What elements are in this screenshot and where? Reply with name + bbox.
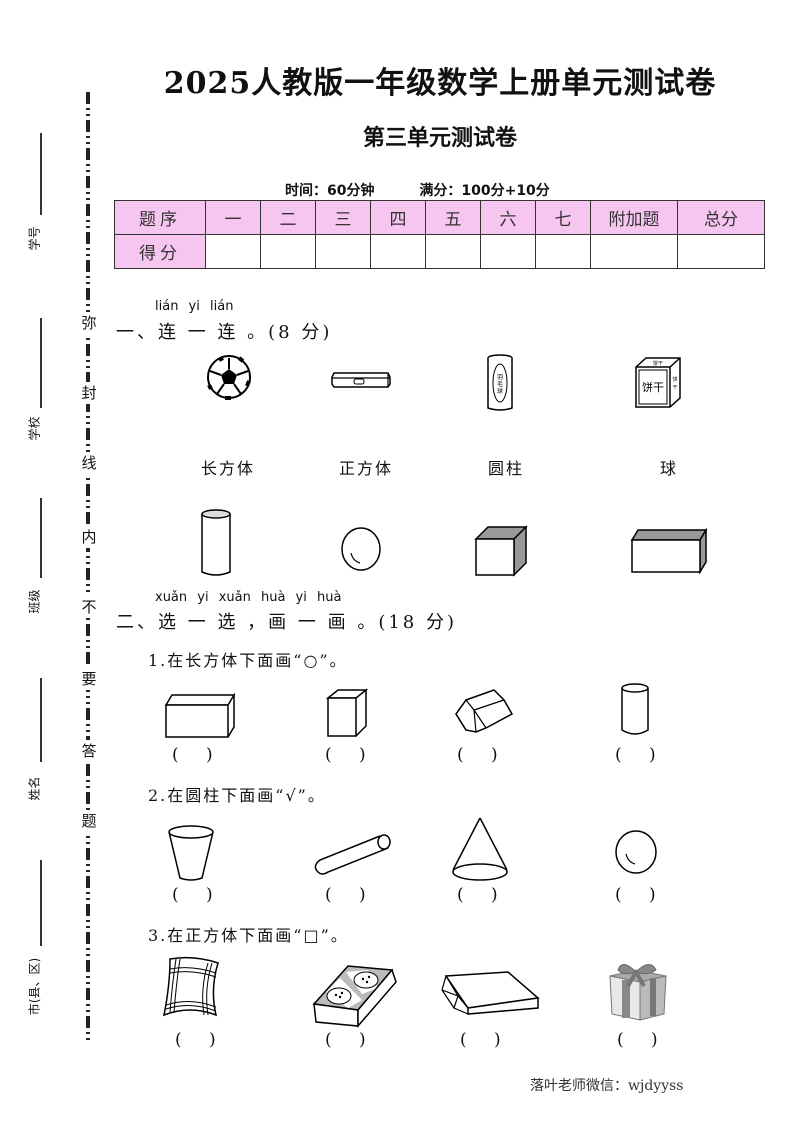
cuboid-icon [164, 693, 236, 738]
score-table-header-row: 题序 一 二 三 四 五 六 七 附加题 总分 [114, 200, 765, 235]
page-title: 2025人教版一年级数学上册单元测试卷 [163, 66, 717, 101]
label-cuboid: 长方体 [201, 459, 256, 478]
footer-contact: 落叶老师微信：wjdyyss [530, 1078, 684, 1094]
cube-shape-icon [474, 525, 528, 577]
school-label: 学校 [27, 416, 42, 441]
shuttlecock-tube-icon: 羽 毛 球 [487, 354, 513, 411]
answer-blank[interactable]: ( ) [615, 745, 658, 765]
answer-blank[interactable]: ( ) [175, 1030, 218, 1050]
seal-dashed-line [86, 92, 90, 1042]
biscuit-box-icon [312, 965, 397, 1029]
svg-text:羽: 羽 [497, 374, 503, 381]
svg-text:饼干: 饼干 [653, 360, 663, 367]
score-cell[interactable] [590, 234, 678, 269]
svg-text:球: 球 [497, 387, 503, 395]
question-1-text: 1.在长方体下面画“○”。 [148, 651, 348, 670]
answer-blank[interactable]: ( ) [460, 1030, 503, 1050]
answer-blank[interactable]: ( ) [172, 745, 215, 765]
seal-char: 线 [78, 452, 100, 474]
seal-char: 不 [78, 596, 100, 618]
svg-text:干: 干 [672, 385, 677, 391]
svg-text:饼干: 饼干 [642, 380, 664, 394]
sphere-icon [615, 830, 657, 874]
score-cell[interactable] [425, 234, 481, 269]
section1-title: 一、连 一 连 。(8 分) [116, 322, 333, 343]
page-subtitle: 第三单元测试卷 [362, 125, 517, 151]
cone-icon [452, 817, 508, 881]
answer-blank[interactable]: ( ) [325, 885, 368, 905]
rod-icon [314, 834, 391, 875]
seal-char: 封 [78, 382, 100, 404]
section2-pinyin: xuǎn yi xuǎn huà yi huà [155, 590, 342, 605]
student-id-label: 学号 [27, 226, 42, 251]
question-3-text: 3.在正方体下面画“□”。 [148, 926, 349, 945]
column-header: 附加题 [590, 200, 678, 235]
svg-text:饼: 饼 [672, 376, 677, 383]
label-cube: 正方体 [339, 459, 394, 478]
paper-box-icon [441, 971, 540, 1015]
section2-title: 二、选 一 选 ，画 一 画 。(18 分) [116, 612, 457, 633]
score-cell[interactable] [677, 234, 765, 269]
pencil-box-icon [331, 372, 391, 388]
school-field[interactable] [40, 318, 42, 408]
seal-char: 要 [78, 668, 100, 690]
city-label: 市(县、区) [27, 957, 42, 1016]
column-header: 三 [315, 200, 371, 235]
label-cylinder: 圆柱 [488, 459, 525, 478]
answer-blank[interactable]: ( ) [325, 745, 368, 765]
column-header: 七 [535, 200, 591, 235]
answer-blank[interactable]: ( ) [615, 885, 658, 905]
cylinder-shape-icon [201, 509, 231, 576]
exam-meta: 时间：60分钟 满分：100分+10分 [285, 180, 590, 200]
cylinder-icon [621, 683, 649, 735]
name-label: 姓名 [27, 776, 42, 801]
seal-char: 内 [78, 526, 100, 548]
cube-icon [326, 688, 369, 737]
city-field[interactable] [40, 860, 42, 946]
label-sphere: 球 [660, 459, 679, 478]
score-cell[interactable] [315, 234, 371, 269]
answer-blank[interactable]: ( ) [617, 1030, 660, 1050]
column-header: 四 [370, 200, 426, 235]
score-table: 题序 一 二 三 四 五 六 七 附加题 总分 得分 [114, 200, 765, 269]
seal-char: 弥 [78, 312, 100, 334]
exam-full-score: 满分：100分+10分 [419, 183, 550, 199]
hexagonal-prism-icon [455, 689, 514, 733]
sphere-shape-icon [341, 527, 381, 571]
column-header: 五 [425, 200, 481, 235]
football-icon [207, 355, 251, 400]
handkerchief-icon [162, 956, 219, 1017]
seal-char: 题 [78, 810, 100, 832]
column-header: 总分 [677, 200, 765, 235]
class-field[interactable] [40, 498, 42, 578]
svg-text:毛: 毛 [497, 380, 503, 388]
class-label: 班级 [27, 589, 42, 614]
score-cell[interactable] [370, 234, 426, 269]
answer-blank[interactable]: ( ) [457, 745, 500, 765]
student-id-field[interactable] [40, 133, 42, 215]
gift-box-icon [609, 964, 667, 1021]
score-cell[interactable] [535, 234, 591, 269]
score-cell[interactable] [205, 234, 261, 269]
seal-char: 答 [78, 740, 100, 762]
answer-blank[interactable]: ( ) [172, 885, 215, 905]
name-field[interactable] [40, 678, 42, 762]
biscuit-box-icon: 饼干 饼干 饼 干 [635, 357, 681, 408]
section1-pinyin: lián yi lián [155, 299, 234, 314]
cuboid-shape-icon [630, 528, 708, 574]
column-header: 六 [480, 200, 536, 235]
column-header: 二 [260, 200, 316, 235]
answer-blank[interactable]: ( ) [457, 885, 500, 905]
score-cell[interactable] [480, 234, 536, 269]
score-table-score-row: 得分 [114, 234, 765, 269]
score-cell[interactable] [260, 234, 316, 269]
answer-blank[interactable]: ( ) [325, 1030, 368, 1050]
exam-time: 时间：60分钟 [285, 183, 375, 199]
header-label: 题序 [114, 200, 206, 235]
question-2-text: 2.在圆柱下面画“√”。 [148, 786, 326, 805]
score-label: 得分 [114, 234, 206, 269]
cup-icon [168, 825, 214, 881]
column-header: 一 [205, 200, 261, 235]
